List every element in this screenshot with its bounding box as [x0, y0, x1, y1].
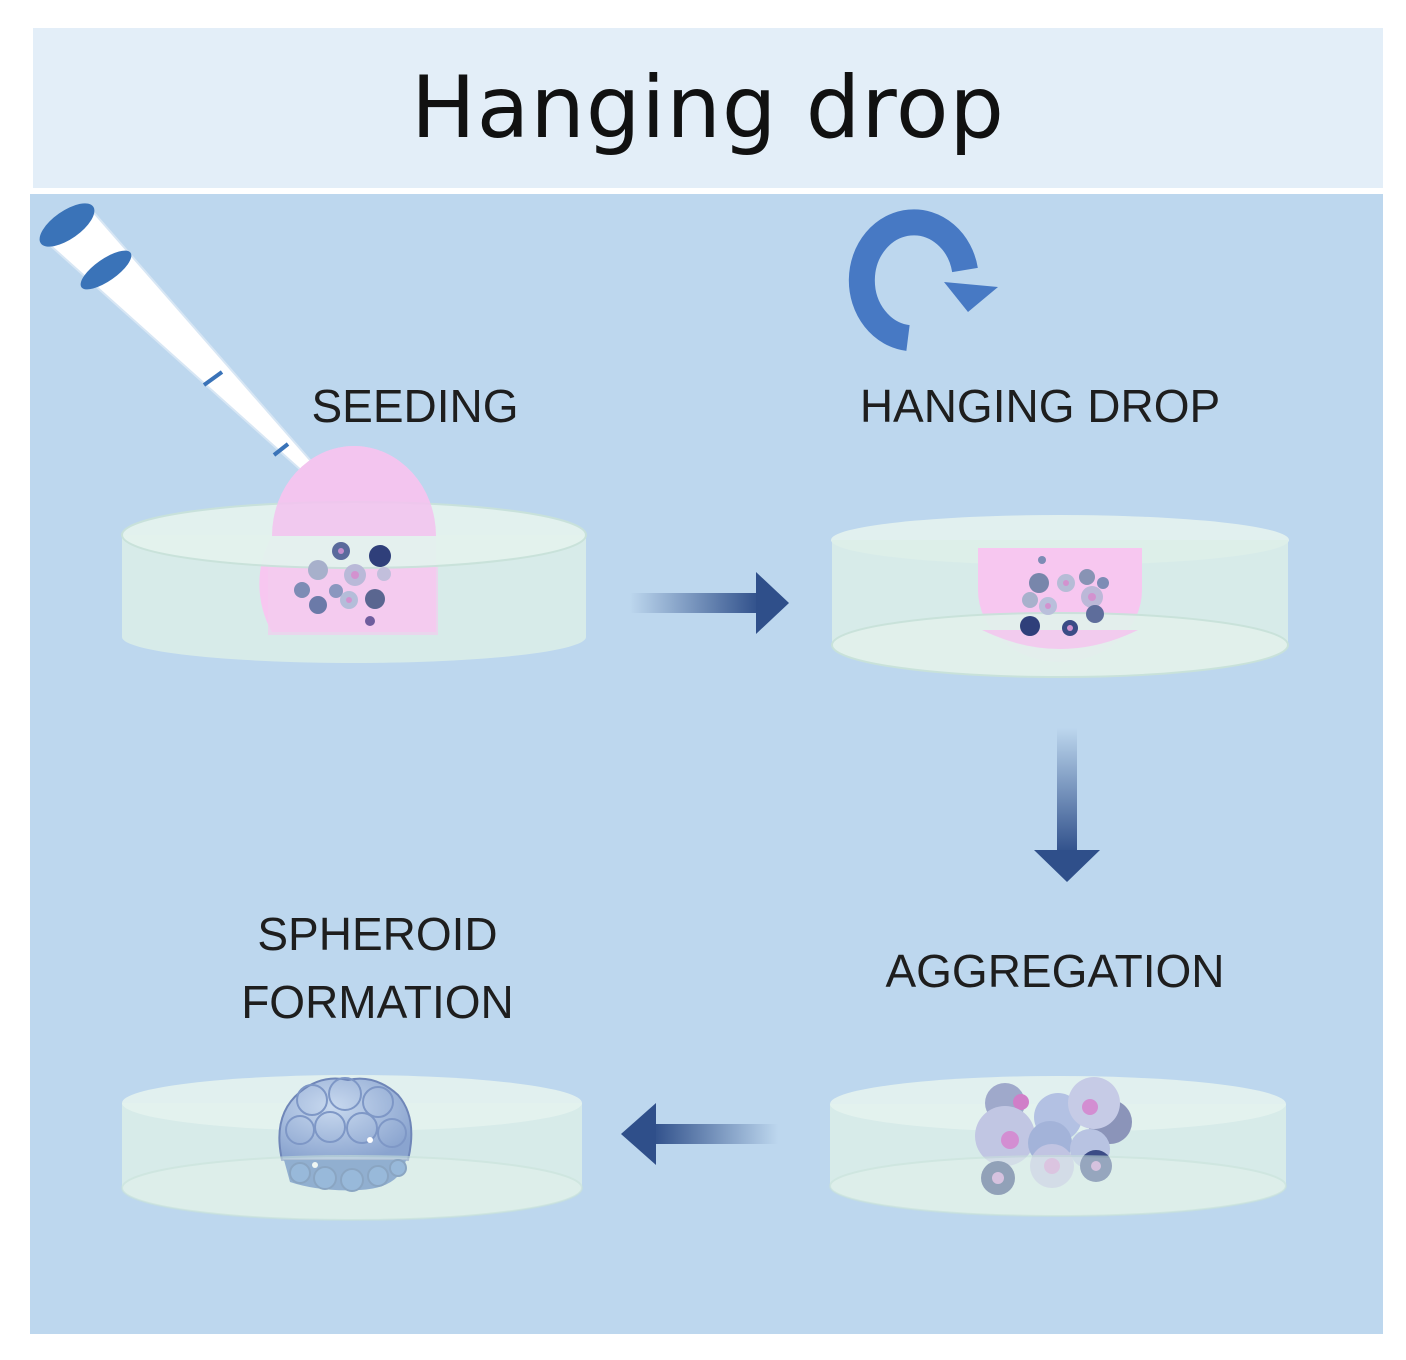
flow-arrow-down — [1034, 728, 1100, 882]
diagram-title: Hanging drop — [410, 58, 1006, 158]
label-spheroid-line1: SPHEROID — [257, 908, 498, 960]
petri-dish-spheroid — [121, 1075, 583, 1221]
petri-dish-aggregation — [829, 1076, 1287, 1217]
pipette-icon — [39, 203, 340, 501]
petri-dish-seeding — [121, 446, 587, 663]
flow-arrow-right — [630, 572, 789, 634]
label-hanging-drop: HANGING DROP — [859, 380, 1221, 432]
label-spheroid-formation: SPHEROID FORMATION — [225, 900, 530, 1036]
title-band: Hanging drop — [33, 28, 1383, 188]
label-aggregation: AGGREGATION — [885, 945, 1225, 997]
label-seeding: SEEDING — [311, 380, 519, 432]
petri-dish-hanging — [831, 515, 1289, 678]
flow-arrow-left — [621, 1103, 778, 1165]
cell-cluster-icon — [1020, 556, 1109, 636]
cell-cluster-icon — [294, 542, 391, 626]
rotate-arrow-icon — [848, 209, 998, 351]
label-spheroid-line2: FORMATION — [241, 976, 514, 1028]
